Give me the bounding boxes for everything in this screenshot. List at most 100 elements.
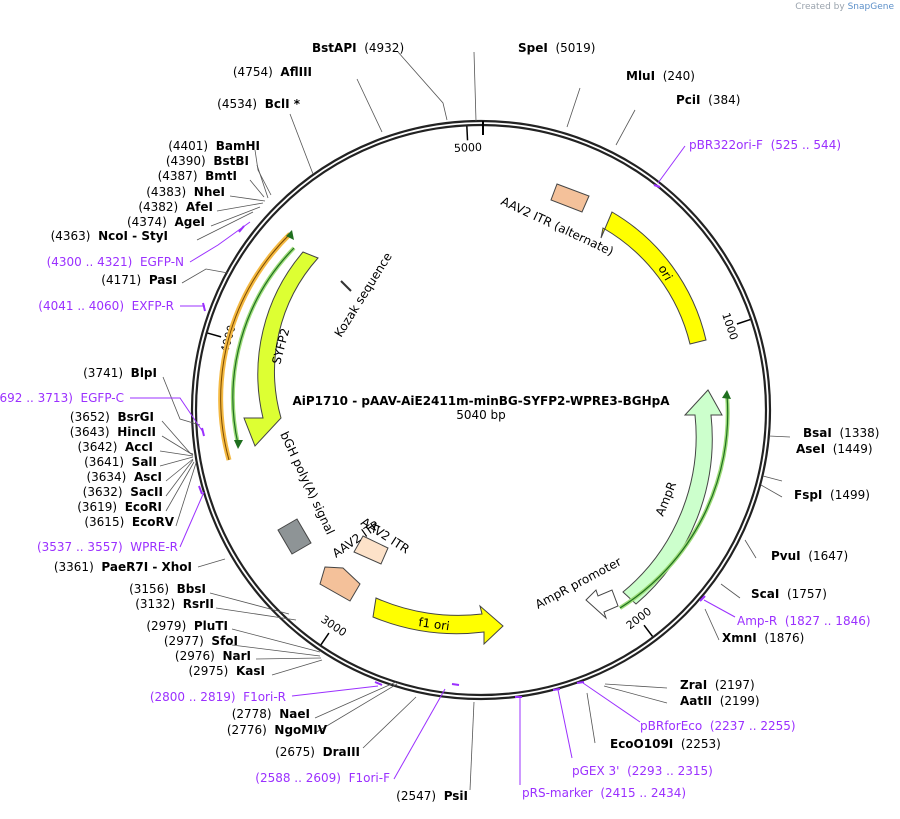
site-name: KasI [236, 664, 265, 678]
site-label: (3641) SalI [84, 455, 157, 469]
site-position: (4363) [51, 229, 91, 243]
itr-alternate-label: AAV2 ITR (alternate) [499, 194, 616, 258]
site-name: AfeI [186, 200, 213, 214]
site-label: (3132) RsrII [135, 597, 214, 611]
primer-range: (2237 .. 2255) [710, 719, 796, 733]
primer-name: pBRforEco [640, 719, 702, 733]
site-label: (3643) HincII [70, 425, 156, 439]
site-label: (4390) BstBI [166, 154, 249, 168]
site-name: NcoI [98, 229, 128, 243]
kozak-feature [340, 280, 352, 292]
site-position: (3634) [86, 470, 126, 484]
tick-mark [320, 632, 330, 646]
primer-label: pGEX 3' (2293 .. 2315) [572, 764, 713, 778]
site-label: (4754) AflIII [233, 65, 312, 79]
primer-name: pBR322ori-F [689, 138, 763, 152]
primer-name: F1ori-R [243, 690, 286, 704]
site-label: (4382) AfeI [138, 200, 213, 214]
snapgene-credit: Created by SnapGene [795, 2, 894, 12]
site-label: (2778) NaeI [232, 707, 310, 721]
primer-name: EGFP-C [81, 391, 124, 405]
itr-alternate-feature [550, 183, 590, 213]
site-label: AatII (2199) [680, 694, 760, 708]
site-label: XmnI (1876) [722, 631, 804, 645]
site-name: PciI [676, 93, 701, 107]
site-position: (4374) [127, 215, 167, 229]
site-label: (3642) AccI [77, 440, 153, 454]
site-name: BsrGI [117, 410, 154, 424]
site-name: AflIII [280, 65, 312, 79]
insert-band-head [286, 230, 294, 240]
site-position: (4932) [364, 41, 404, 55]
primer-range: (4041 .. 4060) [38, 299, 124, 313]
primer-label: (3692 .. 3713) EGFP-C [0, 391, 124, 405]
site-label: ScaI (1757) [751, 587, 827, 601]
tick-mark [466, 126, 469, 141]
backbone-outer [190, 119, 772, 701]
tick-label: 5000 [454, 141, 483, 155]
site-position: (2776) [227, 723, 267, 737]
site-position: (2253) [681, 737, 721, 751]
site-label: EcoO109I (2253) [610, 737, 721, 751]
primer-name: EGFP-N [140, 255, 184, 269]
site-label: (4387) BmtI [158, 169, 237, 183]
site-label: (3741) BlpI [83, 366, 157, 380]
site-name: SacII [130, 485, 163, 499]
kozak-label: Kozak sequence [332, 250, 395, 340]
site-name: HincII [117, 425, 156, 439]
sypf2-translation-line [232, 247, 295, 445]
site-name: SfoI [211, 634, 238, 648]
tick-label: 1000 [719, 311, 740, 342]
site-label: (3619) EcoRI [77, 500, 162, 514]
site-name: BmtI [205, 169, 237, 183]
site-label: PvuI (1647) [771, 549, 848, 563]
site-label: (3156) BbsI [129, 582, 206, 596]
site-name: BstBI [213, 154, 249, 168]
site-label: (3615) EcoRV [84, 515, 174, 529]
site-position: (3642) [77, 440, 117, 454]
primer-leader-lines [130, 145, 736, 785]
tick-mark [643, 624, 654, 637]
site-position: (2977) [164, 634, 204, 648]
site-label: (2976) NarI [175, 649, 251, 663]
site-position: (3641) [84, 455, 124, 469]
site-name: NarI [222, 649, 251, 663]
site-name: ScaI [751, 587, 779, 601]
site-label: (2977) SfoI [164, 634, 238, 648]
f1-ori-label: f1 ori [418, 615, 451, 633]
site-position: (4171) [101, 273, 141, 287]
primer-labels: pBR322ori-F (525 .. 544)(4300 .. 4321) E… [0, 138, 871, 800]
site-name: AatII [680, 694, 712, 708]
site-position: (3361) [54, 560, 94, 574]
site-name: SpeI [518, 41, 548, 55]
site-label: BstAPI (4932) [312, 41, 404, 55]
site-name: MluI [626, 69, 655, 83]
ampr-promoter-feature [585, 589, 619, 620]
site-position: (240) [663, 69, 695, 83]
primer-range: (525 .. 544) [771, 138, 841, 152]
site-name: PasI [149, 273, 177, 287]
site-label: FspI (1499) [794, 488, 870, 502]
primer-range: (2588 .. 2609) [255, 771, 341, 785]
site-name: BstAPI [312, 41, 357, 55]
site-position: (2976) [175, 649, 215, 663]
site-label: (2975) KasI [188, 664, 265, 678]
primer-range: (2293 .. 2315) [627, 764, 713, 778]
primer-range: (1827 .. 1846) [785, 614, 871, 628]
site-position: (3652) [70, 410, 110, 424]
site-position: (2778) [232, 707, 272, 721]
site-name-extra: - StyI [128, 229, 168, 243]
site-label: (3634) AscI [86, 470, 162, 484]
site-name: ZraI [680, 678, 707, 692]
site-name: AscI [134, 470, 162, 484]
site-position: (1647) [808, 549, 848, 563]
tick-mark [736, 318, 751, 325]
site-leader-lines [159, 51, 791, 791]
primer-name: pRS-marker [522, 786, 593, 800]
ori-feature [600, 211, 707, 345]
site-label: (4171) PasI [101, 273, 177, 287]
ampr-translation-head [722, 390, 731, 399]
site-position: (3741) [83, 366, 123, 380]
site-position: (1499) [830, 488, 870, 502]
